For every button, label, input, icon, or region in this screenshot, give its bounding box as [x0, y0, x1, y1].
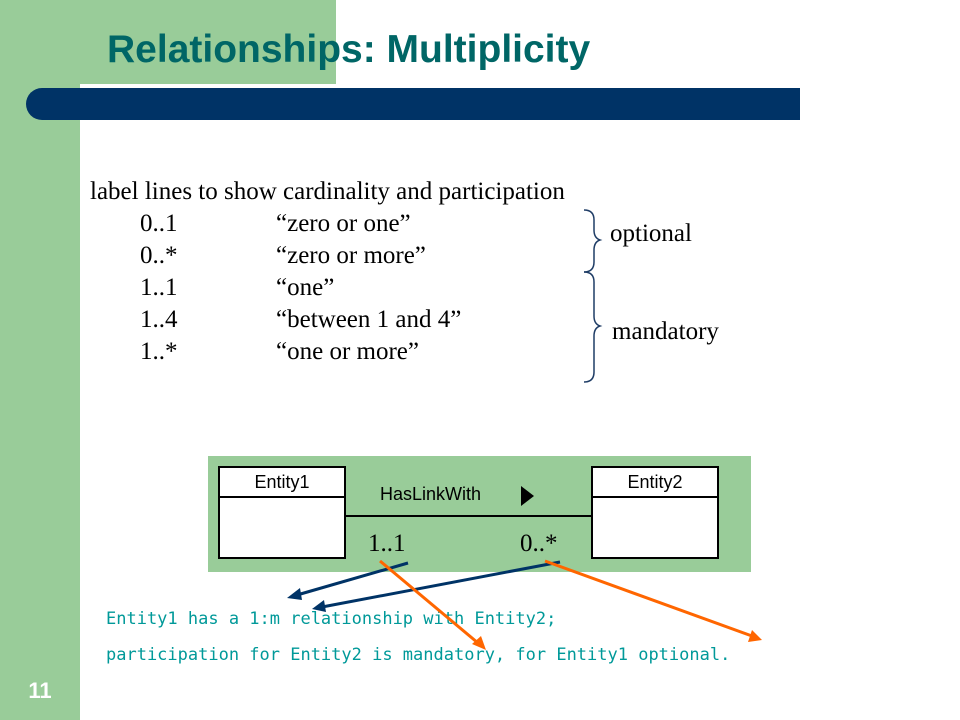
title-accent-block	[80, 0, 336, 84]
multiplicity-code: 1..1	[140, 274, 178, 301]
arrowhead-icon	[287, 588, 302, 600]
multiplicity-code: 0..*	[140, 242, 178, 269]
multiplicity-left: 1..1	[368, 530, 406, 557]
multiplicity-meaning: “zero or more”	[276, 242, 426, 269]
multiplicity-meaning: “one”	[276, 274, 335, 301]
multiplicity-meaning: “between 1 and 4”	[276, 306, 462, 333]
multiplicity-code: 0..1	[140, 210, 178, 237]
pointer-arrow-navy-left	[296, 561, 409, 597]
arrowhead-icon	[748, 630, 762, 642]
pointer-arrow-orange-left	[379, 559, 479, 645]
slide-number: 11	[28, 678, 52, 703]
side-bar	[0, 0, 80, 720]
note-line-2: participation for Entity2 is mandatory, …	[106, 645, 731, 665]
entity1-name: Entity1	[220, 468, 344, 498]
arrowhead-icon	[312, 600, 326, 612]
direction-arrow-icon	[521, 486, 534, 506]
entity1-box: Entity1	[218, 466, 346, 559]
multiplicity-code: 1..4	[140, 306, 178, 333]
multiplicity-right: 0..*	[520, 530, 558, 557]
multiplicity-meaning: “zero or one”	[276, 210, 411, 237]
mandatory-brace	[583, 271, 603, 383]
page-title: Relationships: Multiplicity	[107, 28, 591, 71]
intro-text: label lines to show cardinality and part…	[90, 178, 565, 205]
mandatory-label: mandatory	[612, 318, 719, 345]
arrowhead-icon	[472, 636, 486, 650]
entity2-name: Entity2	[593, 468, 717, 498]
optional-label: optional	[610, 220, 692, 247]
multiplicity-meaning: “one or more”	[276, 338, 419, 365]
title-underline-bar	[26, 88, 800, 120]
multiplicity-code: 1..*	[140, 338, 178, 365]
pointer-arrow-orange-right	[544, 559, 753, 638]
pointer-arrow-navy-right	[321, 560, 561, 609]
entity2-box: Entity2	[591, 466, 719, 559]
optional-brace	[583, 209, 603, 273]
relationship-label: HasLinkWith	[380, 484, 482, 504]
